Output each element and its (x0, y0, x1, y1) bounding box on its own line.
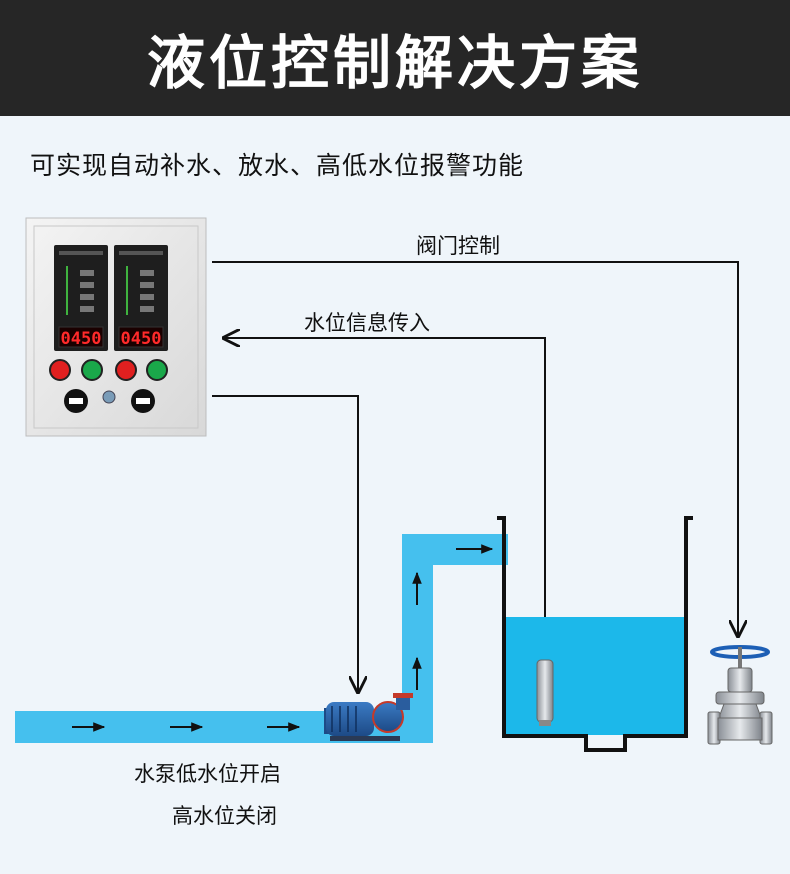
page-title: 液位控制解决方案 (146, 29, 643, 97)
level-signal-label: 水位信息传入 (304, 311, 430, 335)
tank-water (505, 617, 686, 735)
water-pipe (15, 534, 508, 743)
valve-control-label: 阀门控制 (416, 234, 500, 258)
level-sensor (536, 659, 554, 726)
controller-right: 0450 (114, 245, 168, 351)
indicator-green-right (146, 359, 168, 381)
control-panel: 0450 0450 (25, 217, 207, 437)
indicator-red-right (115, 359, 137, 381)
indicator-red-left (49, 359, 71, 381)
display-left: 0450 (61, 329, 102, 349)
subtitle: 可实现自动补水、放水、高低水位报警功能 (30, 151, 525, 180)
controller-left: 0450 (54, 245, 108, 351)
key-switch (102, 390, 116, 404)
water-pump (324, 693, 413, 741)
pump-control-line (212, 395, 358, 692)
level-signal-line (224, 338, 546, 618)
pump-label-line2: 高水位关闭 (172, 804, 277, 828)
gate-valve (707, 645, 773, 745)
display-right: 0450 (121, 329, 162, 349)
water-tank (497, 516, 693, 752)
valve-control-line (212, 261, 738, 636)
header-banner: 液位控制解决方案 (0, 0, 790, 116)
pump-label-line1: 水泵低水位开启 (134, 762, 281, 786)
indicator-green-left (81, 359, 103, 381)
